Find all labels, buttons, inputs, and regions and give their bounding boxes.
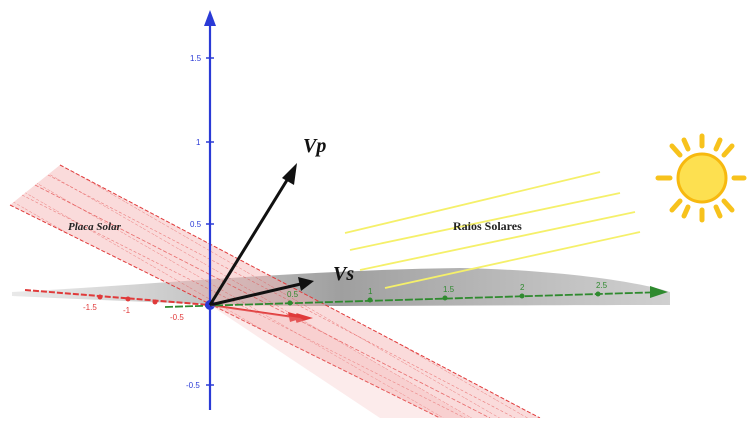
tick-label: -0.5 — [186, 381, 200, 390]
tick-label: 1 — [196, 138, 201, 147]
tick-label: -1 — [123, 306, 131, 315]
red-axis — [24, 289, 313, 323]
tick-label: 1.5 — [443, 285, 455, 294]
sun-rays-label: Raios Solares — [453, 219, 522, 233]
tick-label: -0.5 — [170, 313, 184, 322]
vector-vp — [208, 163, 297, 306]
tick-label: 2 — [520, 283, 525, 292]
solar-panel-front — [210, 305, 470, 418]
tick-label: 1.5 — [190, 54, 202, 63]
vector-vs — [209, 277, 314, 307]
tick-label: 2.5 — [596, 281, 608, 290]
left-tick-labels: -1.5 -1 -0.5 — [83, 303, 184, 322]
green-axis — [164, 286, 668, 308]
tick-label: 1 — [368, 287, 373, 296]
solar-panel-plane — [9, 164, 541, 419]
tick-label: 0.5 — [287, 290, 299, 299]
sun-rays — [344, 171, 641, 289]
vp-label: Vp — [303, 135, 326, 157]
tick-label: -1.5 — [83, 303, 97, 312]
tick-label: 0.5 — [190, 220, 202, 229]
solar-panel-label: Placa Solar — [68, 221, 122, 233]
vertical-axis — [204, 10, 216, 410]
sun-icon — [655, 133, 747, 223]
right-tick-labels: 0.5 1 1.5 2 2.5 — [287, 281, 608, 299]
vertical-tick-labels: 1.5 1 0.5 -0.5 — [186, 54, 202, 390]
vs-label: Vs — [333, 263, 354, 285]
